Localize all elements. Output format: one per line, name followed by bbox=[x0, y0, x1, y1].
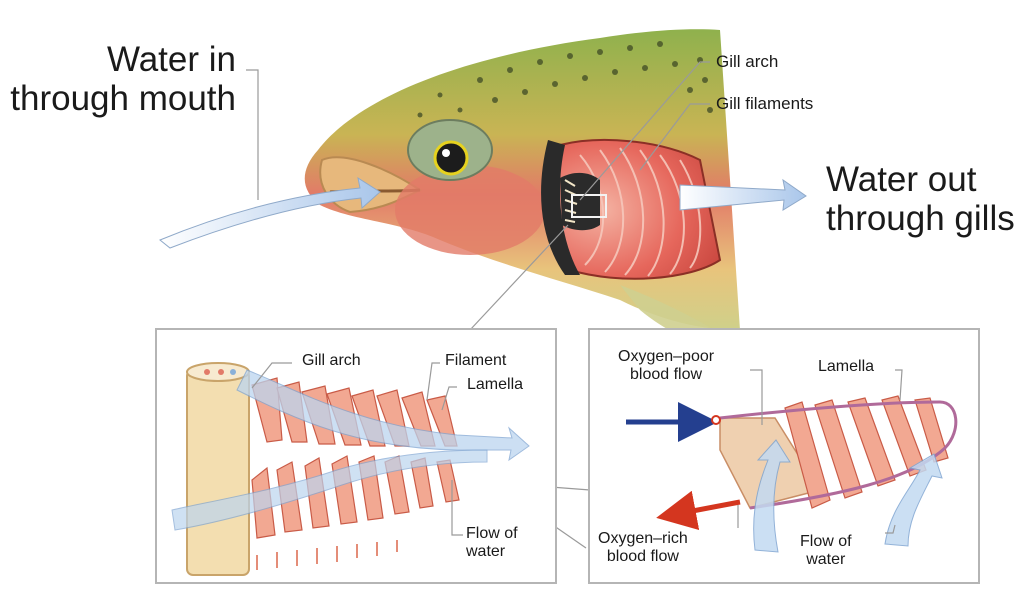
label-oxygen-rich: Oxygen–rich blood flow bbox=[598, 530, 688, 565]
lamella-detail-panel: Oxygen–poor blood flow Lamella Oxygen–ri… bbox=[588, 328, 980, 584]
label-oxygen-poor: Oxygen–poor blood flow bbox=[618, 348, 715, 383]
label-gill-arch: Gill arch bbox=[716, 52, 779, 71]
label-lamella-right: Lamella bbox=[818, 358, 875, 375]
label-gill-filaments: Gill filaments bbox=[716, 94, 814, 113]
label-gill-arch-detail: Gill arch bbox=[302, 352, 361, 369]
gill-arch-comb bbox=[560, 172, 600, 231]
gill-arch-cylinder bbox=[186, 369, 250, 576]
gill-arch-detail-panel: Gill arch Filament Lamella Flow of water bbox=[155, 328, 557, 584]
water-up-arrow-1 bbox=[753, 439, 791, 553]
oxygen-rich-arrow bbox=[656, 490, 741, 531]
label-water-out: Water out through gills bbox=[826, 160, 1015, 239]
label-filament: Filament bbox=[445, 352, 507, 369]
water-up-arrow-2 bbox=[884, 453, 943, 547]
water-in-leader bbox=[246, 69, 259, 200]
fish-eye bbox=[433, 140, 469, 176]
fish-cheek bbox=[395, 165, 545, 255]
water-flow-arrow-upper bbox=[236, 369, 530, 462]
water-out-arrow bbox=[679, 178, 807, 211]
lamella-detail-illustration bbox=[626, 369, 958, 553]
gill-arch-detail-illustration bbox=[171, 362, 530, 576]
label-flow-of-water-left: Flow of water bbox=[466, 525, 518, 560]
water-in-arrow bbox=[159, 176, 381, 249]
label-flow-of-water-right: Flow of water bbox=[800, 533, 852, 568]
water-flow-arrow-lower bbox=[171, 449, 488, 531]
label-water-in: Water in through mouth bbox=[10, 40, 236, 119]
gill-arch-leader bbox=[579, 61, 710, 201]
gill-filaments-leader bbox=[639, 103, 710, 171]
label-lamella-left: Lamella bbox=[467, 376, 524, 393]
